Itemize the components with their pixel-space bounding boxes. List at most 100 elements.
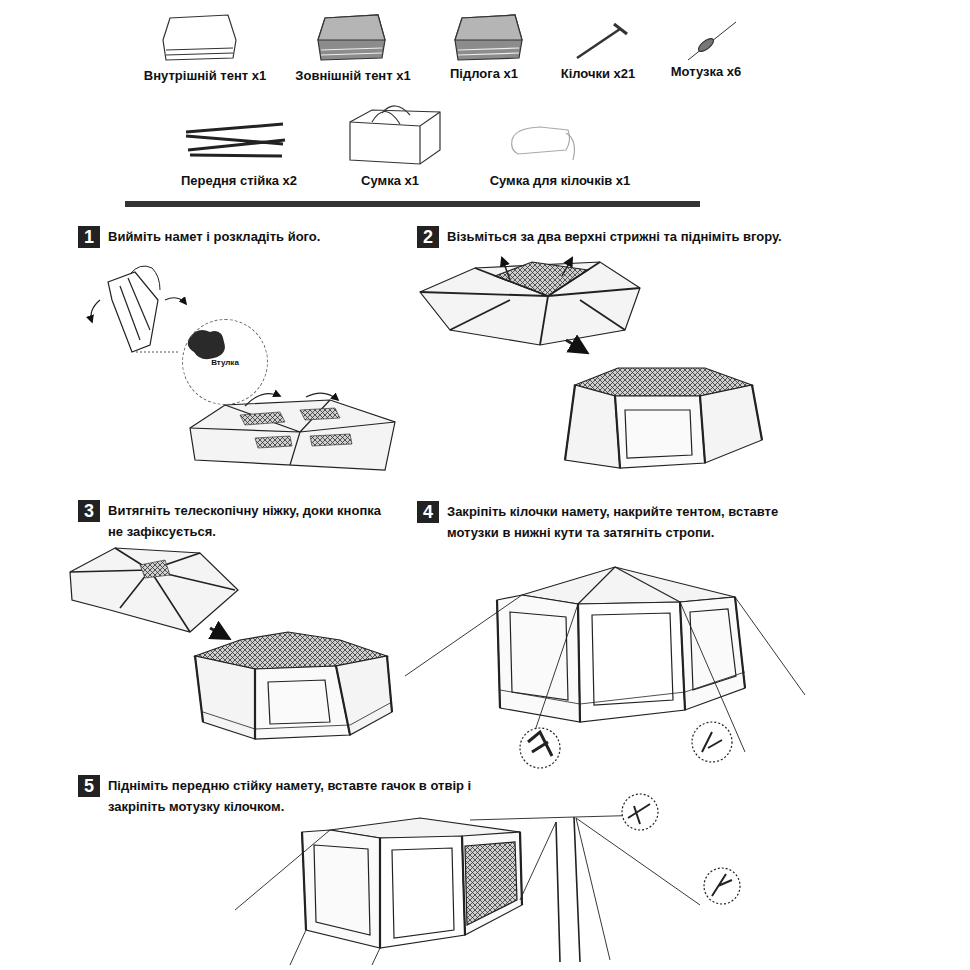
step1-figure: [120, 278, 150, 340]
callout-label: Втулка: [183, 358, 267, 367]
parts-list: [318, 15, 385, 40]
step-number: 2: [417, 226, 439, 248]
step4-figure: [522, 567, 735, 604]
step1-figure: [306, 393, 338, 400]
step-instruction: Підніміть передню стійку намету, вставте…: [108, 775, 528, 817]
step-number: 3: [78, 500, 100, 522]
parts-list: [318, 15, 385, 60]
step1-figure: [136, 351, 180, 352]
parts-list: [163, 15, 236, 60]
step-heading: 2 Візьміться за два верхні стрижні та під…: [417, 226, 857, 248]
step-heading: 1 Вийміть намет і розкладіть його.: [78, 226, 418, 248]
step3-figure: [203, 702, 392, 729]
step3-figure: [140, 560, 170, 578]
parts-list: [566, 133, 574, 160]
step2-figure: [615, 396, 705, 468]
step-instruction: Закріпіть кілочки намету, накрийте тенто…: [447, 501, 807, 543]
part-label: Внутрішній тент x1: [144, 68, 266, 84]
step-instruction: Вийміть намет і розкладіть його.: [108, 226, 418, 247]
part-label: Зовнішній тент x1: [295, 68, 410, 84]
bushing-blob: [188, 330, 225, 359]
bushing-blob: [188, 330, 225, 359]
step4-figure: [497, 597, 745, 722]
step2-figure: [566, 340, 586, 352]
step4-figure: [510, 609, 736, 705]
step1-figure: [165, 298, 186, 304]
detail-callout: Втулка: [182, 319, 268, 405]
parts-list: [321, 48, 382, 55]
part-label: Підлога x1: [450, 66, 518, 82]
step-instruction: Витягніть телескопічну ніжку, доки кнопк…: [108, 500, 383, 542]
step5-figure: [622, 794, 658, 830]
step1-figure: [240, 408, 352, 448]
parts-list: [372, 106, 410, 124]
step-heading: 3 Витягніть телескопічну ніжку, доки кноп…: [78, 500, 383, 542]
parts-list: [166, 48, 233, 55]
step4-figure: [405, 567, 805, 768]
step2-figure: [420, 262, 640, 345]
step-number: 5: [78, 775, 100, 797]
step1-figure: [190, 400, 395, 470]
step5-figure: [462, 832, 522, 935]
step2-figure: [625, 410, 692, 458]
step4-figure: [500, 672, 745, 704]
step5-figure: [314, 845, 454, 938]
step-number: 1: [78, 226, 100, 248]
step5-figure: [712, 874, 732, 896]
step4-figure: [692, 722, 732, 762]
step5-figure: [520, 818, 700, 960]
parts-list: [512, 127, 570, 154]
step-number: 4: [417, 501, 439, 523]
step3-figure: [195, 656, 392, 739]
step4-figure: [702, 732, 722, 752]
part-label: Сумка x1: [361, 173, 419, 189]
step5-figure: [235, 830, 380, 965]
step2-figure: [420, 258, 762, 468]
step-instruction: Візьміться за два верхні стрижні та підн…: [447, 226, 857, 247]
part-label: Кілочки x21: [561, 66, 636, 82]
step2-figure: [420, 262, 640, 345]
step5-figure: [556, 817, 580, 962]
step1-figure: [91, 266, 395, 470]
step2-figure: [700, 385, 762, 463]
step2-figure: [562, 258, 572, 276]
step-heading: 4 Закріпіть кілочки намету, накрийте тент…: [417, 501, 807, 543]
step3-figure: [70, 548, 238, 632]
step1-figure: [190, 400, 395, 465]
step3-figure: [70, 548, 235, 632]
step3-figure: [195, 656, 255, 739]
parts-list: [577, 29, 620, 58]
parts-list: [186, 124, 285, 156]
step3-figure: [210, 628, 228, 638]
parts-list: [455, 15, 522, 60]
step5-figure: [465, 842, 517, 925]
step1-figure: [130, 266, 160, 290]
parts-list: [163, 15, 736, 164]
step5-figure: [235, 794, 740, 965]
step5-figure: [704, 868, 740, 904]
step5-figure: [628, 804, 650, 824]
step3-figure: [336, 656, 392, 735]
step5-figure: [302, 832, 522, 948]
step3-figure: [70, 548, 392, 739]
step4-figure: [578, 567, 680, 604]
step1-figure: [91, 300, 100, 322]
part-label: Сумка для кілочків x1: [490, 173, 631, 189]
step-heading: 5 Підніміть передню стійку намету, вставт…: [78, 775, 528, 817]
step4-figure: [528, 732, 552, 756]
part-label: Передня стійка x2: [181, 173, 297, 189]
parts-list: [458, 48, 519, 55]
divider-bar: [125, 201, 700, 207]
parts-list: [455, 15, 522, 40]
step1-figure: [108, 272, 158, 352]
step4-figure: [405, 595, 805, 760]
step3-figure: [268, 680, 330, 724]
parts-list: [688, 22, 736, 60]
step1-figure: [245, 394, 280, 406]
parts-list: [696, 36, 715, 53]
step2-figure: [565, 385, 762, 468]
step2-figure: [502, 258, 510, 280]
step4-figure: [520, 728, 560, 768]
